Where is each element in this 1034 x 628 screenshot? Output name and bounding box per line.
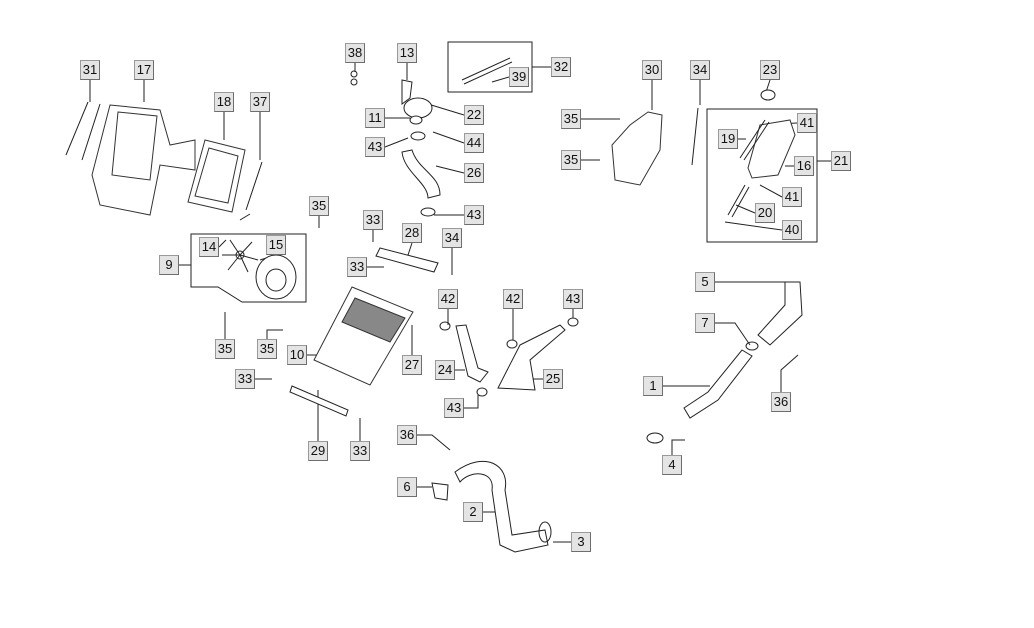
- callout-41[interactable]: 41: [782, 187, 802, 207]
- callout-6[interactable]: 6: [397, 477, 417, 497]
- part-clamp-43c: [567, 317, 579, 327]
- callout-32[interactable]: 32: [551, 57, 571, 77]
- callout-35[interactable]: 35: [561, 150, 581, 170]
- part-hose-26: [401, 149, 441, 199]
- callout-42[interactable]: 42: [438, 289, 458, 309]
- callout-26[interactable]: 26: [464, 163, 484, 183]
- part-screws-37: [239, 161, 263, 221]
- callout-35[interactable]: 35: [215, 339, 235, 359]
- callout-44[interactable]: 44: [464, 133, 484, 153]
- part-airbox-17: [91, 104, 196, 216]
- part-cap-23: [760, 89, 776, 101]
- callout-41[interactable]: 41: [797, 113, 817, 133]
- callout-28[interactable]: 28: [402, 223, 422, 243]
- callout-24[interactable]: 24: [435, 360, 455, 380]
- part-hose-19: [739, 119, 770, 161]
- callout-42[interactable]: 42: [503, 289, 523, 309]
- part-clamp-4: [646, 432, 664, 444]
- callout-1[interactable]: 1: [643, 376, 663, 396]
- callout-4[interactable]: 4: [662, 455, 682, 475]
- callout-18[interactable]: 18: [214, 92, 234, 112]
- part-clamp-43a: [410, 131, 426, 141]
- callout-35[interactable]: 35: [561, 109, 581, 129]
- callout-36[interactable]: 36: [771, 392, 791, 412]
- part-bracket-28: [375, 247, 439, 273]
- callout-39[interactable]: 39: [509, 67, 529, 87]
- callout-43[interactable]: 43: [464, 205, 484, 225]
- callout-2[interactable]: 2: [463, 502, 483, 522]
- part-clamp-42a: [439, 321, 451, 331]
- part-clamp-6: [431, 482, 449, 501]
- part-pipe-5: [757, 281, 803, 346]
- part-clamp-43b: [420, 207, 436, 217]
- callout-34[interactable]: 34: [690, 60, 710, 80]
- callout-34[interactable]: 34: [442, 228, 462, 248]
- part-nut-38: [350, 70, 358, 86]
- callout-3[interactable]: 3: [571, 532, 591, 552]
- callout-16[interactable]: 16: [794, 156, 814, 176]
- part-tank-16: [747, 119, 796, 179]
- leader-lines: [89, 63, 831, 543]
- callout-36[interactable]: 36: [397, 425, 417, 445]
- part-bracket-13: [401, 79, 413, 105]
- callout-38[interactable]: 38: [345, 43, 365, 63]
- part-clamp-43d: [476, 387, 488, 397]
- callout-10[interactable]: 10: [287, 345, 307, 365]
- callout-35[interactable]: 35: [257, 339, 277, 359]
- callout-11[interactable]: 11: [365, 108, 385, 128]
- part-hose-20: [727, 184, 750, 218]
- callout-14[interactable]: 14: [199, 237, 219, 257]
- callout-20[interactable]: 20: [755, 203, 775, 223]
- callout-40[interactable]: 40: [782, 220, 802, 240]
- part-hose-25: [497, 324, 566, 391]
- callout-22[interactable]: 22: [464, 105, 484, 125]
- part-clamp-42b: [506, 339, 518, 349]
- part-rod-39: [461, 57, 513, 85]
- part-screws-31: [65, 101, 101, 161]
- callout-37[interactable]: 37: [250, 92, 270, 112]
- callout-33[interactable]: 33: [235, 369, 255, 389]
- part-thermostat-11: [403, 97, 433, 125]
- callout-35[interactable]: 35: [309, 196, 329, 216]
- part-clamp-7: [745, 341, 759, 351]
- part-wire-34: [691, 107, 699, 166]
- callout-27[interactable]: 27: [402, 355, 422, 375]
- part-pipe-2: [454, 460, 549, 553]
- callout-13[interactable]: 13: [397, 43, 417, 63]
- part-bracket-29: [289, 385, 349, 417]
- callout-29[interactable]: 29: [308, 441, 328, 461]
- callout-19[interactable]: 19: [718, 129, 738, 149]
- part-filter-18: [187, 139, 246, 213]
- part-radiator-10: [313, 286, 414, 386]
- part-clamp-3: [538, 521, 552, 543]
- callout-43[interactable]: 43: [444, 398, 464, 418]
- callout-17[interactable]: 17: [134, 60, 154, 80]
- part-hose-24: [455, 324, 489, 383]
- group-box-9: [190, 233, 307, 303]
- callout-15[interactable]: 15: [266, 235, 286, 255]
- part-pipe-1: [683, 349, 753, 419]
- part-fan-shroud-15: [255, 254, 297, 300]
- callout-30[interactable]: 30: [642, 60, 662, 80]
- callout-7[interactable]: 7: [695, 313, 715, 333]
- callout-21[interactable]: 21: [831, 151, 851, 171]
- part-shroud-30: [611, 111, 663, 186]
- callout-23[interactable]: 23: [760, 60, 780, 80]
- callout-9[interactable]: 9: [159, 255, 179, 275]
- callout-33[interactable]: 33: [347, 257, 367, 277]
- callout-25[interactable]: 25: [543, 369, 563, 389]
- group-box-21: [706, 108, 818, 243]
- callout-31[interactable]: 31: [80, 60, 100, 80]
- part-fan-14: [222, 239, 259, 273]
- callout-33[interactable]: 33: [363, 210, 383, 230]
- callout-43[interactable]: 43: [365, 137, 385, 157]
- callout-5[interactable]: 5: [695, 272, 715, 292]
- callout-33[interactable]: 33: [350, 441, 370, 461]
- callout-43[interactable]: 43: [563, 289, 583, 309]
